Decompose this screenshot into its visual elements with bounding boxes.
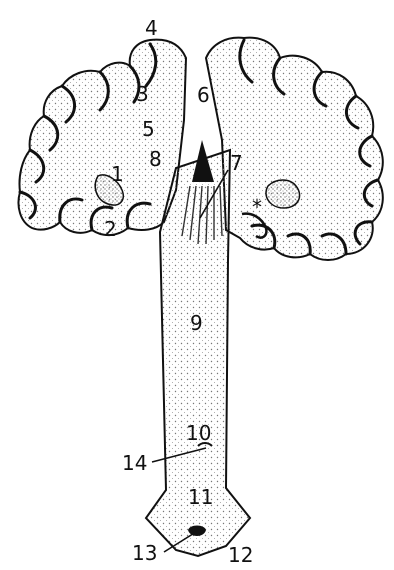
label-12: 12 [228,543,253,565]
label-13: 13 [132,541,157,565]
label-3: 3 [136,82,149,106]
label-10: 10 [186,421,211,445]
label-2: 2 [104,217,117,241]
label-14: 14 [122,451,147,475]
label-1: 1 [111,162,124,186]
label-6: 6 [197,83,210,107]
right-nucleus [266,180,300,208]
label-star: * [252,195,262,219]
label-11: 11 [188,485,213,509]
label-8: 8 [149,147,162,171]
label-7: 7 [230,151,243,175]
label-4: 4 [145,16,158,40]
left-hemisphere [19,40,187,235]
label-5: 5 [142,117,155,141]
label-9: 9 [190,311,203,335]
